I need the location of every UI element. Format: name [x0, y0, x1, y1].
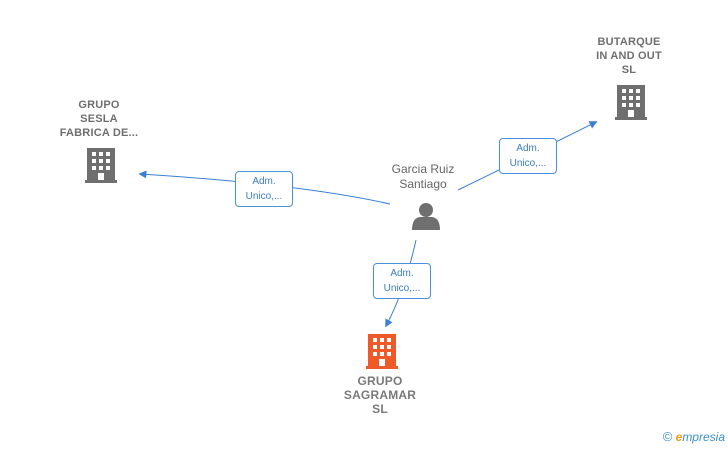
company-label-line: GRUPO — [78, 99, 120, 111]
edge-label-butarque[interactable]: Adm. Unico,... — [499, 138, 557, 174]
person-name-line1: Garcia Ruiz — [391, 162, 455, 176]
company-label-line: SESLA — [80, 113, 118, 125]
company-label-line: BUTARQUE — [597, 36, 661, 48]
company-label-line: FABRICA DE... — [59, 127, 139, 139]
edge-label-line1: Adm. — [390, 268, 414, 279]
company-label-line: SL — [621, 64, 637, 76]
building-icon[interactable] — [366, 334, 398, 369]
edge-label-sagramar[interactable]: Adm. Unico,... — [373, 263, 431, 299]
brand-name: mpresia — [682, 430, 725, 444]
company-label-line: SL — [372, 402, 388, 416]
company-label-sagramar[interactable]: GRUPO SAGRAMAR SL — [320, 374, 440, 416]
company-label-line: GRUPO — [357, 374, 403, 388]
edge-label-line1: Adm. — [252, 176, 276, 187]
building-icon[interactable] — [85, 148, 117, 183]
brand-e: e — [675, 430, 683, 444]
company-label-line: SAGRAMAR — [343, 388, 417, 402]
company-label-line: IN AND OUT — [596, 50, 662, 62]
person-icon[interactable] — [412, 203, 440, 230]
person-name-line2: Santiago — [399, 177, 447, 191]
edge-label-line1: Adm. — [516, 143, 540, 154]
copyright-symbol: © — [662, 429, 673, 444]
edge-label-line2: Unico,... — [245, 191, 283, 202]
edge-label-sesla[interactable]: Adm. Unico,... — [235, 171, 293, 207]
company-label-sesla[interactable]: GRUPO SESLA FABRICA DE... — [39, 98, 159, 140]
building-icon[interactable] — [615, 85, 647, 120]
edge-label-line2: Unico,... — [383, 283, 421, 294]
company-label-butarque[interactable]: BUTARQUE IN AND OUT SL — [569, 35, 689, 77]
edge-label-line2: Unico,... — [509, 158, 547, 169]
brand-logo: © empresia — [663, 429, 725, 444]
person-name-label[interactable]: Garcia Ruiz Santiago — [363, 162, 483, 192]
